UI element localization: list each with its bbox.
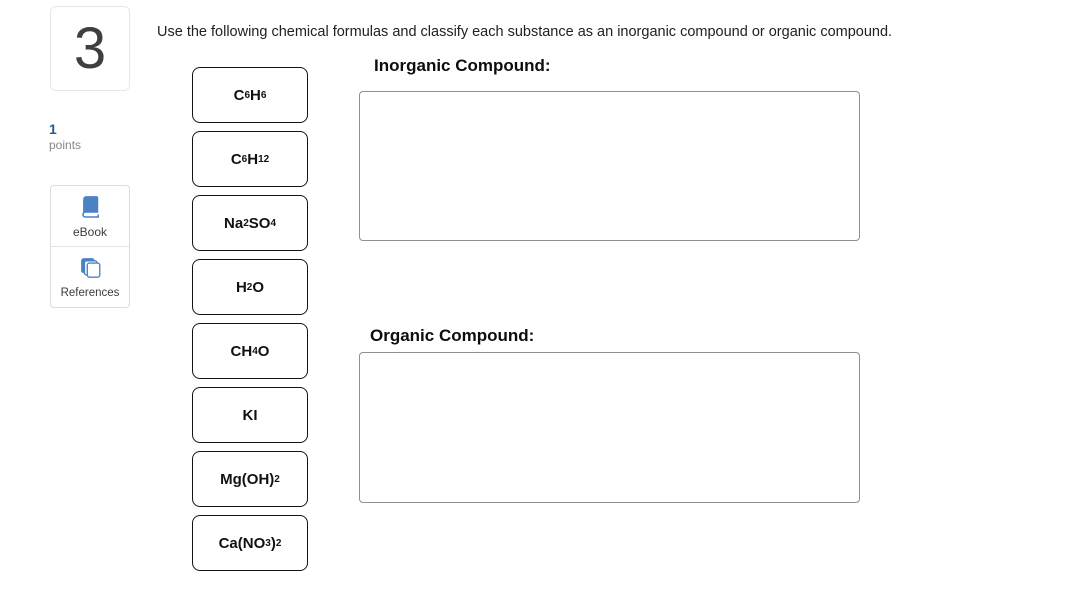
references-icon [78, 256, 103, 284]
ebook-label: eBook [72, 224, 108, 239]
inorganic-heading: Inorganic Compound: [374, 56, 551, 75]
inorganic-dropzone[interactable] [359, 91, 860, 241]
organic-heading: Organic Compound: [370, 326, 535, 345]
points-block: 1 points [49, 121, 81, 153]
organic-dropzone[interactable] [359, 352, 860, 503]
question-number-card: 3 [50, 6, 130, 91]
ebook-icon [78, 194, 103, 222]
references-label: References [60, 286, 120, 299]
points-label: points [49, 138, 82, 152]
points-value: 1 [49, 121, 57, 137]
references-button[interactable]: References [51, 247, 129, 307]
question-prompt: Use the following chemical formulas and … [157, 24, 893, 40]
formula-chip-ki[interactable]: KI [192, 387, 308, 443]
tools-panel: eBook References [50, 185, 130, 308]
formula-chip-mgoh2[interactable]: Mg(OH)2 [192, 451, 308, 507]
question-number: 3 [73, 15, 107, 81]
ebook-button[interactable]: eBook [51, 186, 129, 247]
